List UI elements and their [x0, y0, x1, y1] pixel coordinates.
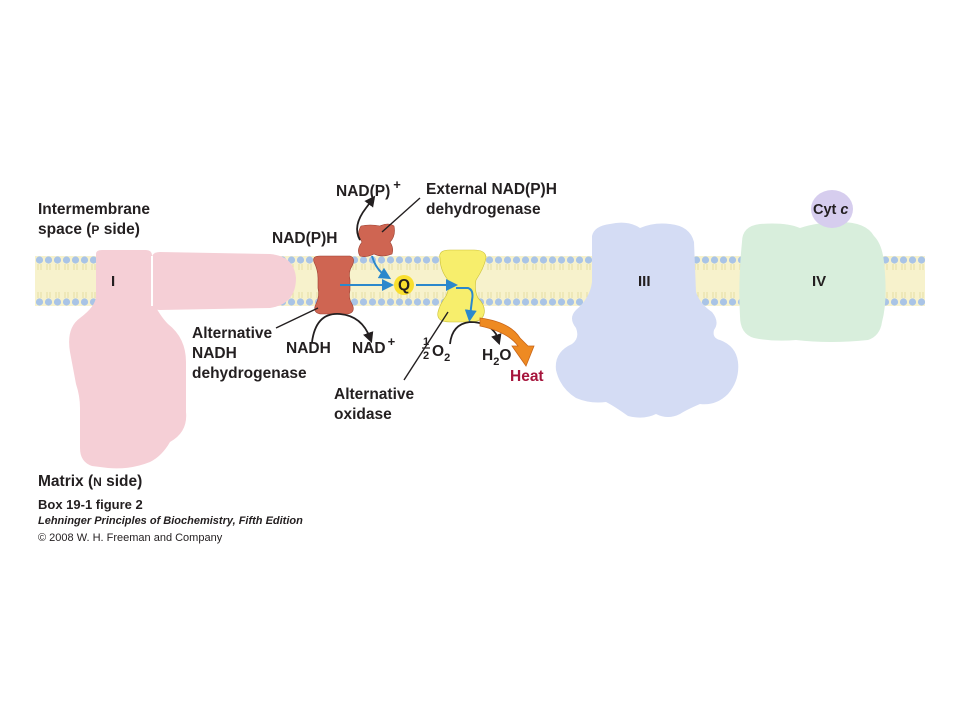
nadp-plus-label: NAD(P)+ — [336, 177, 401, 200]
alt-nadh-dh-label-line2: NADH — [192, 345, 237, 362]
leader-alt-oxidase — [403, 311, 449, 381]
cyt-c-label: Cyt c — [813, 202, 848, 218]
q-label: Q — [398, 277, 410, 294]
intermembrane-label-line1: Intermembrane — [38, 201, 150, 218]
cytochrome-c: Cyt c — [811, 190, 853, 228]
intermembrane-label-line2: space (P side) — [38, 221, 140, 238]
electron-flow-arrows — [340, 255, 477, 322]
complex-iii-label: III — [638, 273, 651, 290]
o2-text: O2 — [432, 343, 450, 364]
nad-plus-label: NAD+ — [352, 334, 396, 357]
half-numerator: 1 — [423, 336, 429, 348]
complex-iv-label: IV — [812, 273, 826, 290]
caption-copyright: © 2008 W. H. Freeman and Company — [38, 532, 223, 544]
nadh-label: NADH — [286, 340, 331, 357]
complex-iii: III — [555, 222, 739, 418]
alternative-nadh-dehydrogenase — [313, 255, 354, 315]
alt-oxidase-label-line1: Alternative — [334, 386, 414, 403]
alt-nadh-dh-label-line1: Alternative — [192, 325, 272, 342]
arrow-nadh-to-nad — [311, 313, 374, 344]
leader-external-dh — [381, 197, 421, 233]
complex-iv: IV — [739, 222, 886, 342]
heat-label: Heat — [510, 368, 544, 385]
matrix-label: Matrix (N side) — [38, 473, 142, 490]
caption-book-title: Lehninger Principles of Biochemistry, Fi… — [38, 515, 303, 527]
alt-oxidase-label-line2: oxidase — [334, 406, 392, 423]
caption-figure-number: Box 19-1 figure 2 — [38, 497, 143, 512]
external-nadph-dehydrogenase — [358, 223, 395, 257]
leader-lines — [275, 197, 449, 381]
heat-arrow — [479, 317, 535, 367]
nadph-label: NAD(P)H — [272, 230, 337, 247]
ubiquinone-q: Q — [394, 275, 414, 295]
complex-i: I — [69, 250, 296, 469]
reaction-arrows — [311, 195, 502, 346]
complex-i-label: I — [111, 273, 115, 290]
arrow-o2-to-h2o — [449, 321, 502, 346]
arrow-external-dh-to-q — [371, 255, 392, 280]
half-o2-label: 1 2 O2 — [422, 336, 450, 364]
leader-alt-nadh-dh — [275, 307, 319, 329]
h2o-label: H2O — [482, 347, 511, 368]
alternative-oxidase — [437, 249, 487, 323]
external-dh-label-line2: dehydrogenase — [426, 201, 541, 218]
half-denominator: 2 — [423, 350, 429, 362]
arrow-oxidase-down — [456, 287, 477, 322]
alt-nadh-dh-label-line3: dehydrogenase — [192, 365, 307, 382]
arrow-nadph-to-nadp — [356, 195, 376, 241]
external-dh-label-line1: External NAD(P)H — [426, 181, 557, 198]
